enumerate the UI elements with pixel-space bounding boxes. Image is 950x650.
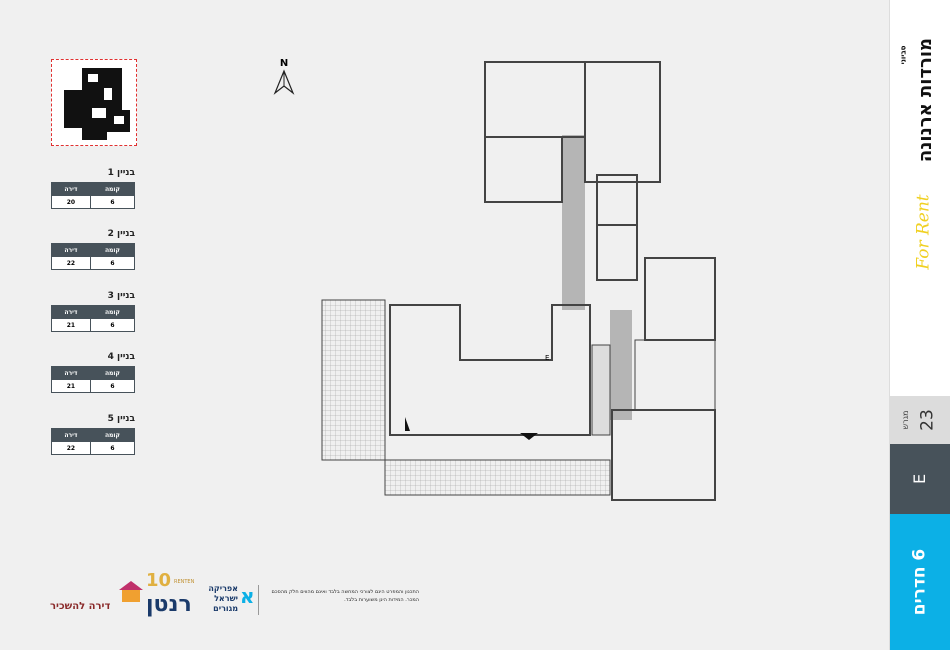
logo-africa: אפריקה ישראל מגורים bbox=[208, 584, 238, 613]
apt-value: 21 bbox=[51, 379, 91, 393]
floor-plan: E bbox=[321, 61, 716, 501]
floor-header: קומה bbox=[89, 366, 136, 380]
building-title: בניין 5 bbox=[107, 414, 135, 424]
living-room bbox=[389, 304, 591, 436]
disclaimer: התכנון והמפרט הינם לצורכי המחשה בלבד ואי… bbox=[271, 589, 419, 603]
floor-header: קומה bbox=[89, 428, 136, 442]
model-box: מגרש 23 bbox=[890, 396, 950, 444]
living-arrow-icon bbox=[520, 433, 538, 440]
building-title: בניין 3 bbox=[107, 291, 135, 301]
floor-value: 6 bbox=[89, 441, 136, 455]
apt-header: דירה bbox=[51, 305, 91, 319]
key-plan-image bbox=[64, 68, 130, 140]
bedroom-4 bbox=[644, 257, 716, 341]
type-box: E bbox=[890, 444, 950, 514]
floor-header: קומה bbox=[89, 182, 136, 196]
floor-value: 6 bbox=[89, 195, 136, 209]
house-icon bbox=[119, 581, 143, 602]
rooms-count: 6 חדרים bbox=[909, 548, 930, 616]
apt-header: דירה bbox=[51, 243, 91, 257]
floor-value: 6 bbox=[89, 379, 136, 393]
apt-value: 21 bbox=[51, 318, 91, 332]
balcony-bottom bbox=[384, 459, 611, 496]
master-bedroom bbox=[611, 409, 716, 501]
kitchen bbox=[591, 344, 611, 436]
bathroom-2 bbox=[596, 224, 638, 281]
floor-header: קומה bbox=[89, 243, 136, 257]
sidebar: סביוני מורדות ארנונה For Rent מגרש 23 E … bbox=[889, 0, 950, 650]
bedroom-1 bbox=[484, 61, 586, 138]
logo-renten-en: RENTEN bbox=[174, 579, 195, 585]
divider bbox=[258, 585, 259, 615]
brand-title: מורדות ארנונה bbox=[915, 37, 936, 163]
building-title: בניין 2 bbox=[107, 229, 135, 239]
brand-small: סביוני bbox=[899, 45, 908, 65]
apt-header: דירה bbox=[51, 428, 91, 442]
floor-value: 6 bbox=[89, 256, 136, 270]
corridor-lower bbox=[610, 310, 632, 420]
model-number: 23 bbox=[917, 409, 938, 431]
bedroom-2 bbox=[584, 61, 661, 183]
floor-value: 6 bbox=[89, 318, 136, 332]
key-plan bbox=[51, 59, 137, 146]
corridor bbox=[562, 135, 585, 310]
rooms-box: 6 חדרים bbox=[890, 514, 950, 650]
model-label: מגרש bbox=[901, 410, 910, 430]
logo-renten: רנטן bbox=[146, 592, 192, 617]
entrance-arrow-icon bbox=[405, 417, 410, 431]
building-title: בניין 1 bbox=[107, 168, 135, 178]
logo-renten-10: 10 bbox=[146, 570, 172, 591]
logo-dira: דירה להשכיר bbox=[50, 601, 111, 612]
plan-mark: E bbox=[545, 354, 549, 362]
apt-value: 22 bbox=[51, 256, 91, 270]
bedroom-3 bbox=[484, 136, 563, 203]
apartment-type: E bbox=[910, 473, 929, 485]
apt-header: דירה bbox=[51, 182, 91, 196]
floor-header: קומה bbox=[89, 305, 136, 319]
north-arrow: N bbox=[273, 58, 295, 98]
building-title: בניין 4 bbox=[107, 352, 135, 362]
north-arrow-icon bbox=[273, 69, 295, 95]
north-label: N bbox=[279, 58, 289, 69]
apt-value: 22 bbox=[51, 441, 91, 455]
service-area bbox=[634, 339, 716, 411]
logo-africa-mark: א bbox=[240, 584, 255, 608]
footer-logos: דירה להשכיר 10 RENTEN רנטן אפריקה ישראל … bbox=[50, 572, 255, 622]
for-rent-logo: For Rent bbox=[913, 194, 934, 270]
apt-value: 20 bbox=[51, 195, 91, 209]
balcony-left bbox=[321, 299, 386, 461]
apt-header: דירה bbox=[51, 366, 91, 380]
